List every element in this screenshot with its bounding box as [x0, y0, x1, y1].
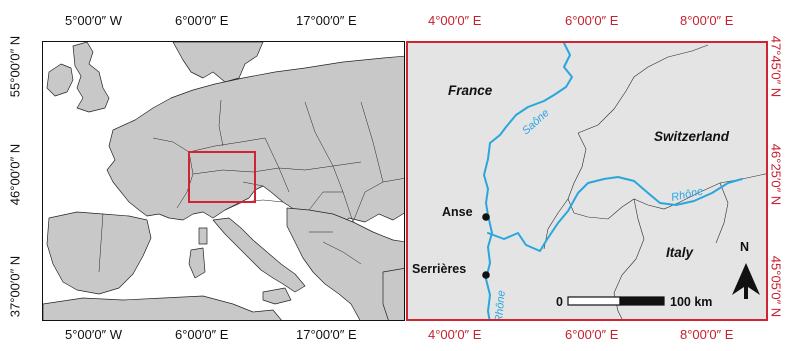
scale-bar-white-segment — [567, 296, 621, 306]
left-bottom-tick-3: 17°00′0″ E — [296, 327, 357, 342]
left-bottom-tick-2: 6°00′0″ E — [175, 327, 229, 342]
left-lat-tick-2: 46°00′0″ N — [7, 143, 23, 206]
north-arrow: N — [732, 240, 760, 299]
anse-marker[interactable] — [482, 213, 490, 221]
scale-end-label: 100 km — [670, 295, 712, 309]
right-bottom-tick-1: 4°00′0″ E — [428, 327, 482, 342]
france-label: France — [448, 83, 493, 98]
inset-location-box[interactable] — [188, 151, 256, 203]
italy-landmass — [212, 217, 306, 293]
europe-map-svg — [43, 42, 404, 320]
left-top-tick-3: 17°00′0″ E — [296, 13, 357, 28]
right-lat-tick-3: 45°05′0″ N — [768, 255, 784, 318]
north-arrow-icon — [732, 263, 760, 299]
right-bottom-tick-2: 6°00′0″ E — [565, 327, 619, 342]
rhone-upper-label: Rhône — [670, 185, 704, 203]
sicily-landmass — [262, 287, 292, 305]
inset-borders — [543, 44, 766, 319]
scale-bar: 0 100 km — [556, 295, 712, 309]
balkans-landmass — [286, 207, 404, 320]
north-label: N — [740, 240, 749, 254]
scandinavia-landmass — [172, 42, 264, 83]
scale-start-label: 0 — [556, 295, 563, 309]
great-britain-landmass — [72, 42, 110, 113]
ireland-landmass — [46, 63, 74, 97]
anatolia-landmass — [382, 267, 404, 320]
corsica-landmass — [198, 227, 208, 245]
inset-map-svg: France Switzerland Italy Anse Serrières … — [412, 43, 766, 321]
right-top-tick-2: 6°00′0″ E — [565, 13, 619, 28]
serrieres-label: Serrières — [412, 262, 466, 276]
rhone-lower-label: Rhône — [493, 290, 508, 321]
right-top-tick-3: 8°00′0″ E — [680, 13, 734, 28]
iberia-landmass — [46, 211, 152, 295]
scale-bar-black-segment — [619, 296, 665, 306]
land-masses — [43, 42, 404, 320]
rivers — [483, 43, 743, 319]
saone-river-label: Saône — [520, 107, 552, 137]
anse-label: Anse — [442, 205, 473, 219]
saone-river — [483, 43, 573, 216]
inset-detail-map[interactable]: France Switzerland Italy Anse Serrières … — [406, 41, 768, 321]
europe-overview-map[interactable] — [42, 41, 405, 321]
right-lat-tick-2: 46°25′0″ N — [768, 143, 784, 206]
left-bottom-tick-1: 5°00′0″ W — [65, 327, 123, 342]
left-lat-tick-3: 37°00′0″ N — [7, 255, 23, 318]
right-lat-tick-1: 47°45′0″ N — [768, 35, 784, 98]
left-lat-tick-1: 55°00′0″ N — [7, 35, 23, 98]
left-top-tick-2: 6°00′0″ E — [175, 13, 229, 28]
switzerland-label: Switzerland — [654, 129, 730, 144]
rhone-lower-river — [485, 214, 493, 319]
sardinia-landmass — [188, 247, 206, 279]
country-borders — [98, 99, 404, 273]
right-top-tick-1: 4°00′0″ E — [428, 13, 482, 28]
continental-europe-landmass — [106, 55, 404, 229]
right-bottom-tick-3: 8°00′0″ E — [680, 327, 734, 342]
left-top-tick-1: 5°00′0″ W — [65, 13, 123, 28]
serrieres-marker[interactable] — [482, 271, 490, 279]
rhone-upper-river — [487, 176, 743, 252]
north-africa-landmass — [43, 295, 282, 320]
italy-label: Italy — [666, 245, 695, 260]
